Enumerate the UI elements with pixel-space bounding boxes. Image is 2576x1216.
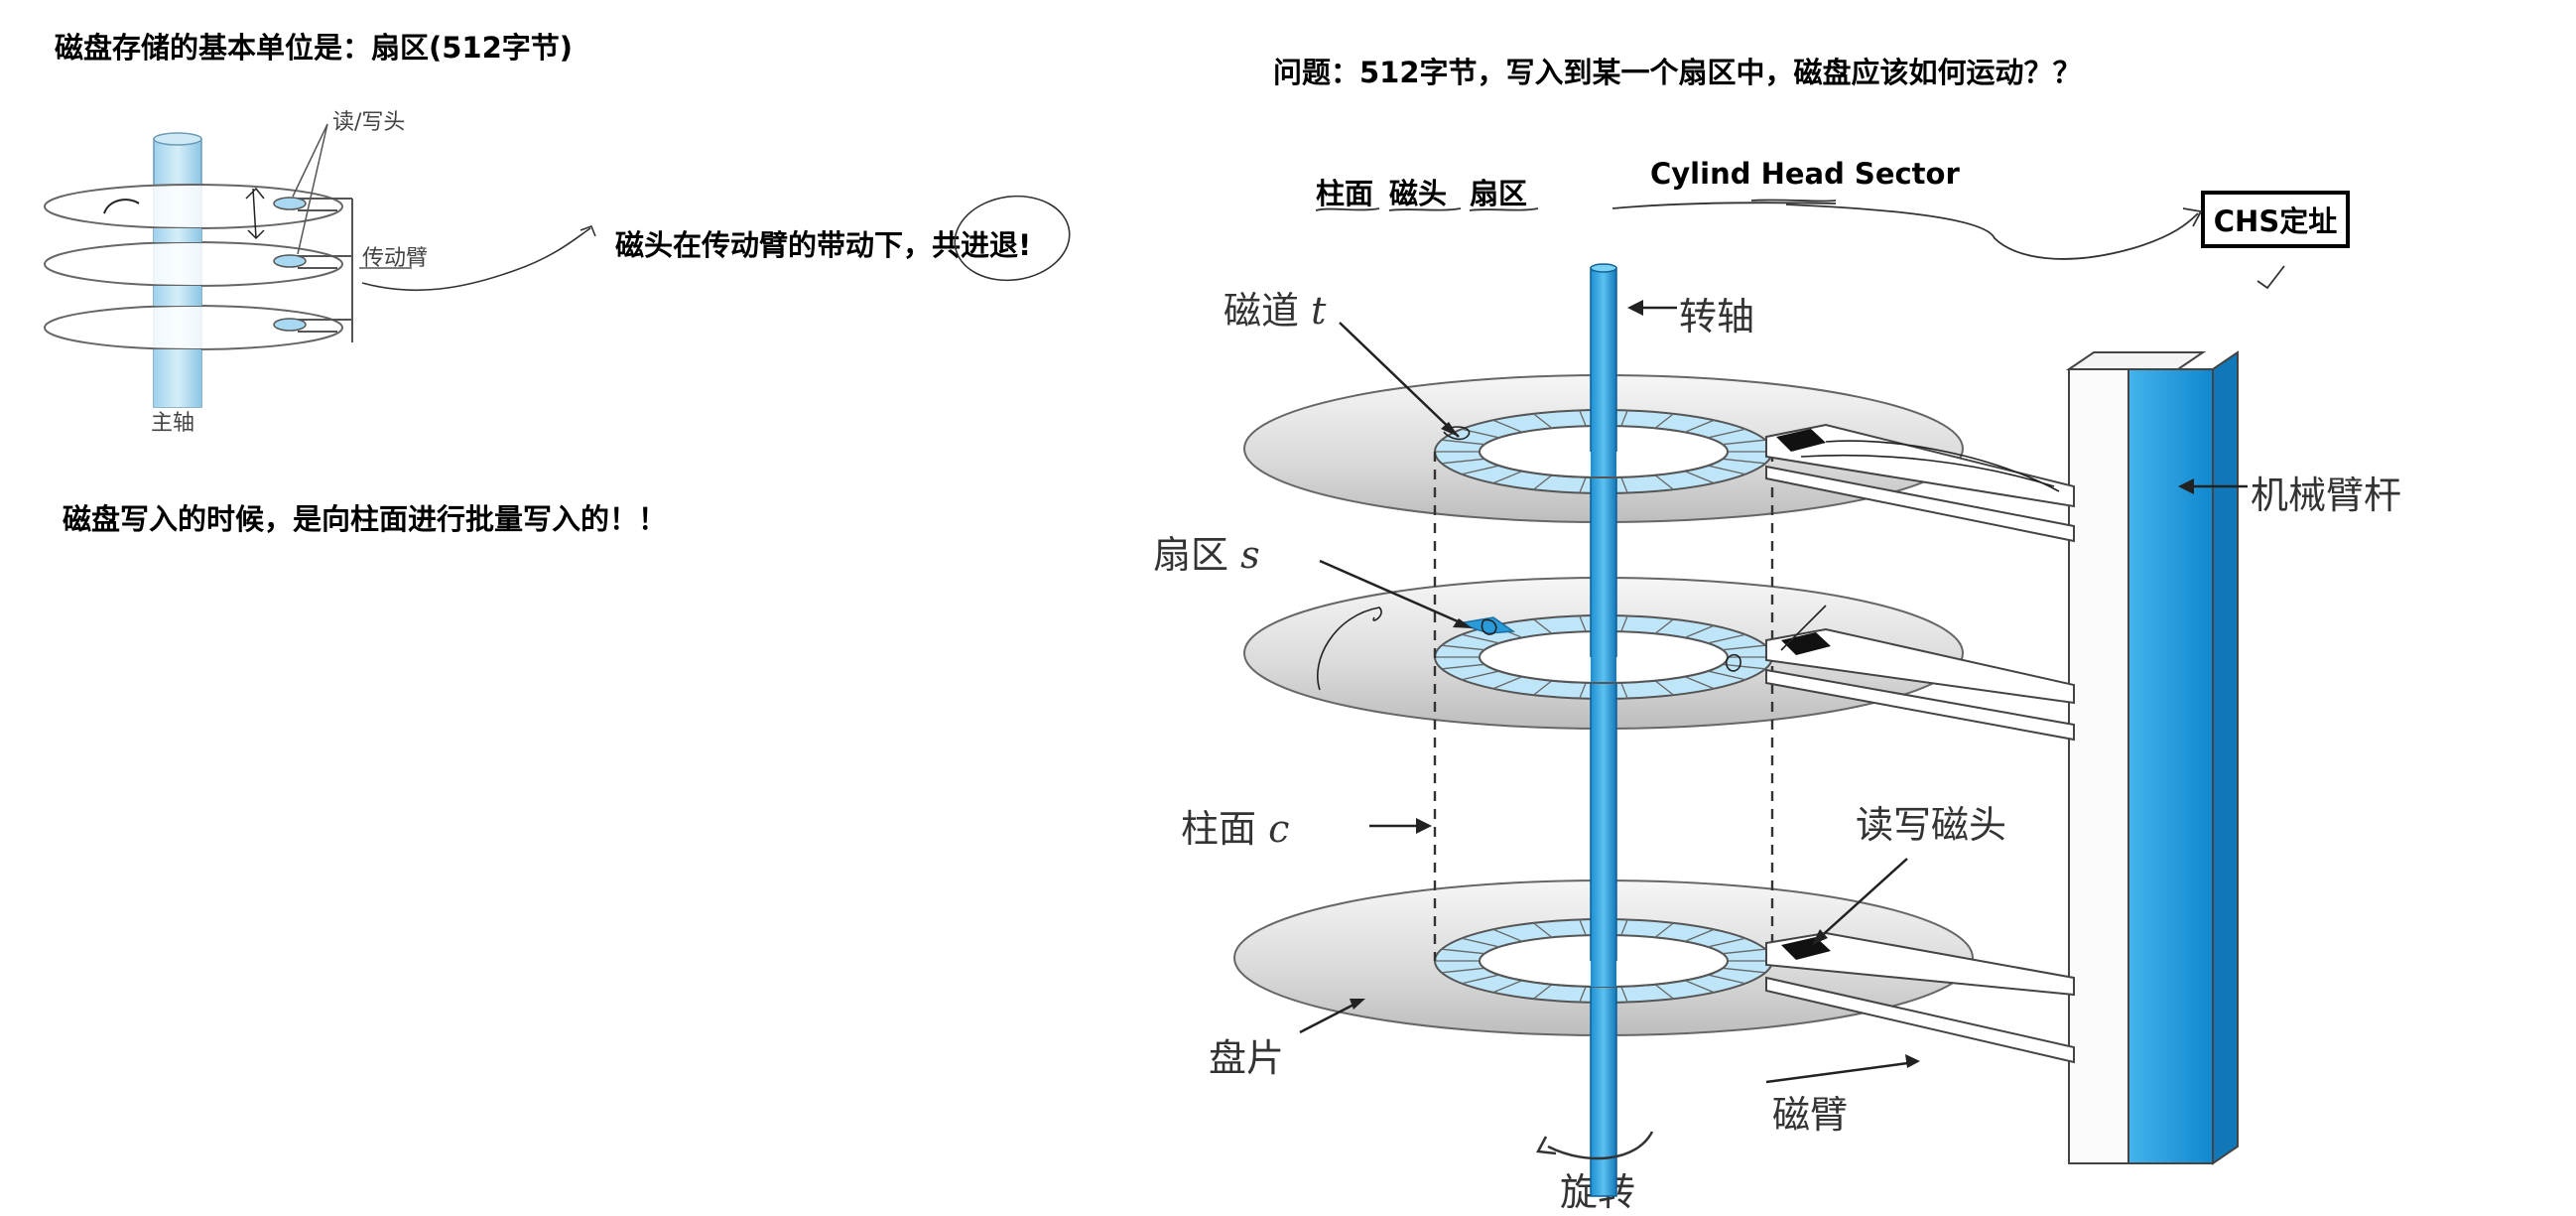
small-spindle-segment bbox=[154, 228, 201, 242]
spindle-front bbox=[1591, 452, 1616, 476]
small-head bbox=[274, 198, 306, 209]
small-disk-diagram bbox=[45, 124, 1075, 407]
small-head bbox=[274, 255, 306, 267]
hand-arrowhead bbox=[580, 226, 595, 236]
hand-connector bbox=[362, 228, 590, 290]
hand-circle bbox=[950, 189, 1076, 287]
small-spindle-segment bbox=[154, 286, 201, 306]
head-pointer bbox=[293, 124, 327, 197]
spindle bbox=[1591, 264, 1616, 1196]
small-spindle-segment bbox=[154, 349, 201, 407]
spindle-front bbox=[1591, 961, 1616, 987]
hand-underlines bbox=[1316, 200, 2284, 288]
small-head bbox=[274, 319, 306, 331]
small-spindle-top bbox=[154, 133, 201, 145]
rotation-arrowhead bbox=[1538, 1137, 1556, 1153]
spindle-front bbox=[1591, 657, 1616, 682]
head-pointer bbox=[298, 124, 327, 254]
disk-arms bbox=[1766, 425, 2074, 1062]
arm-rod bbox=[2069, 352, 2238, 1163]
